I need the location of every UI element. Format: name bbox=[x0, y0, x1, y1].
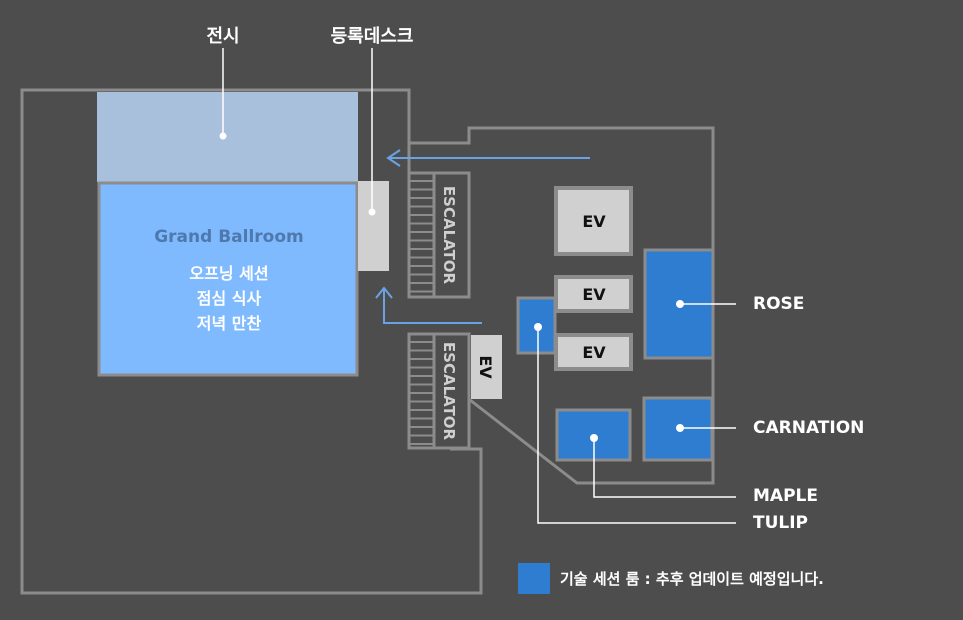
room-label-tulip: TULIP bbox=[753, 513, 809, 533]
marker-registration bbox=[368, 208, 376, 216]
elevator-1 bbox=[554, 186, 633, 256]
room-label-rose: ROSE bbox=[753, 294, 805, 314]
building-outline-right bbox=[407, 90, 715, 485]
escalator-upper bbox=[407, 171, 471, 299]
marker-carnation bbox=[676, 424, 684, 432]
elevator-2 bbox=[554, 275, 633, 313]
registration-desk[interactable] bbox=[358, 181, 389, 271]
elevator-label-3: EV bbox=[582, 343, 606, 362]
exhibition-area[interactable] bbox=[97, 92, 358, 182]
leader-maple bbox=[593, 438, 736, 498]
legend-text: 기술 세션 룸 : 추후 업데이트 예정입니다. bbox=[560, 570, 824, 588]
marker-rose bbox=[676, 300, 684, 308]
leader-tulip bbox=[537, 327, 736, 524]
ballroom-event: 점심 식사 bbox=[196, 289, 262, 308]
ballroom-event: 저녁 만찬 bbox=[196, 314, 262, 333]
elevator-4 bbox=[471, 335, 502, 399]
direction-arrow-up bbox=[375, 286, 482, 324]
label-registration-desk: 등록데스크 bbox=[330, 26, 414, 47]
escalator-label-upper: ESCALATOR bbox=[440, 186, 458, 285]
legend: 기술 세션 룸 : 추후 업데이트 예정입니다. bbox=[518, 563, 824, 594]
escalator-label-lower: ESCALATOR bbox=[440, 342, 458, 441]
room-label-maple: MAPLE bbox=[753, 486, 818, 506]
room-label-carnation: CARNATION bbox=[753, 418, 865, 438]
marker-maple bbox=[590, 434, 598, 442]
elevator-label-1: EV bbox=[582, 212, 606, 231]
room-tulip[interactable] bbox=[516, 296, 557, 355]
marker-exhibition bbox=[219, 132, 227, 140]
escalator-lower bbox=[407, 332, 471, 450]
label-exhibition: 전시 bbox=[206, 26, 240, 47]
ballroom-title: Grand Ballroom bbox=[154, 227, 304, 247]
ballroom-event: 오프닝 세션 bbox=[189, 264, 269, 283]
legend-swatch bbox=[518, 563, 550, 594]
marker-tulip bbox=[534, 323, 542, 331]
direction-arrow-left bbox=[386, 149, 590, 167]
elevator-label-4: EV bbox=[476, 355, 495, 379]
grand-ballroom[interactable] bbox=[97, 181, 359, 377]
elevator-label-2: EV bbox=[582, 285, 606, 304]
